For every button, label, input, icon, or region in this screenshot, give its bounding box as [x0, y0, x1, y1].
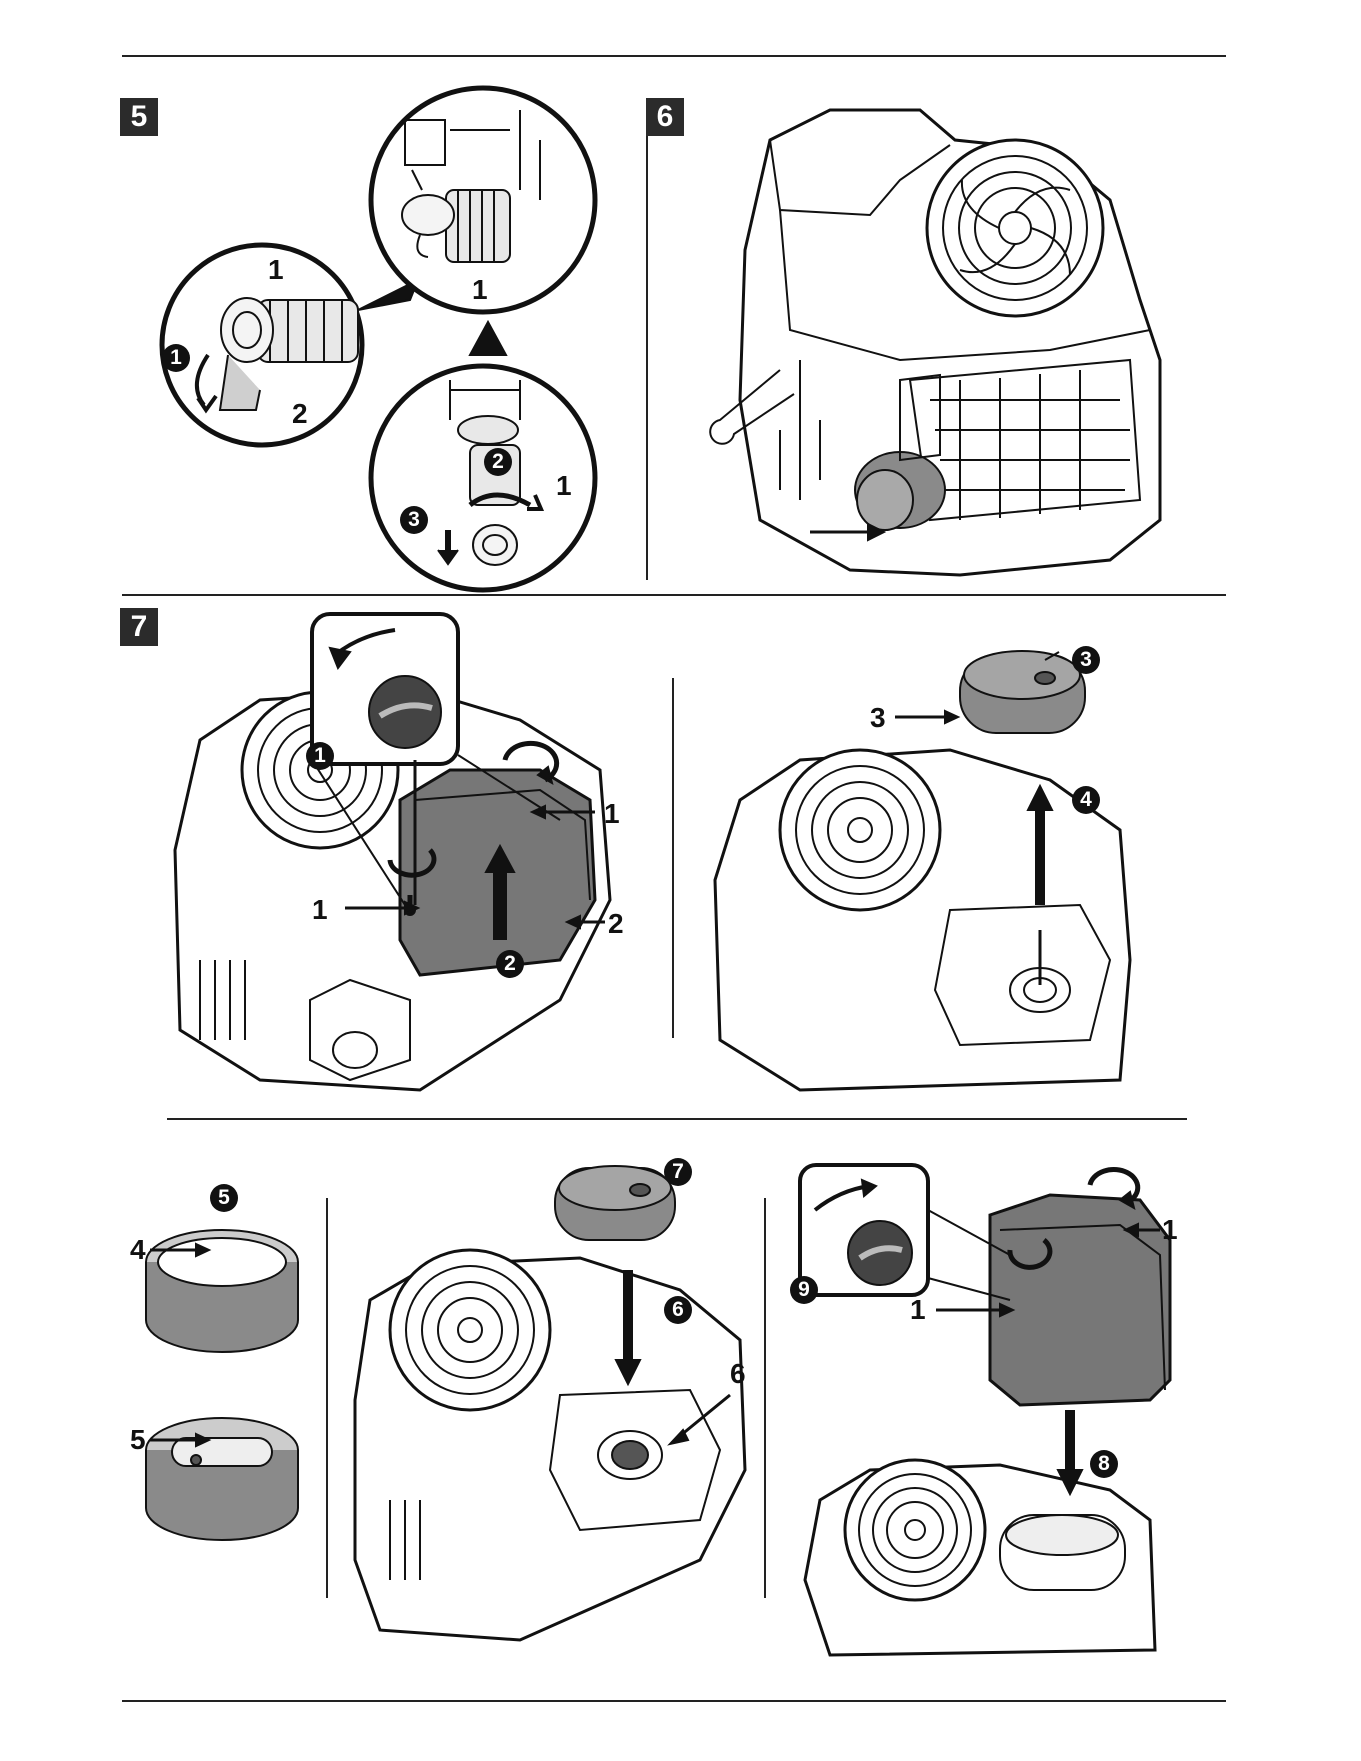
callout-fig5-left-1: 1: [268, 256, 284, 284]
step-3-fig7: 3: [1072, 646, 1100, 674]
callout-fig5-bottom-1: 1: [556, 472, 572, 500]
step-8-fig7: 8: [1090, 1450, 1118, 1478]
step-2-fig5: 2: [484, 448, 512, 476]
callout-fig7a-left-1: 1: [312, 896, 328, 924]
callout-fig7b-3: 3: [870, 704, 886, 732]
fig5-fuel-filter-detail-left: [162, 245, 362, 445]
callout-fig7e-1a: 1: [1162, 1216, 1178, 1244]
fig7-paper-filter: [146, 1418, 298, 1540]
fig7-air-cover-bottom-right: [990, 1195, 1170, 1494]
fig7-air-cover-left: [400, 770, 595, 975]
fig7-engine-right: [715, 750, 1130, 1090]
step-7-fig7: 7: [664, 1158, 692, 1186]
callout-fig5-top-1: 1: [472, 276, 488, 304]
callout-fig7c-4: 4: [130, 1236, 146, 1264]
callout-fig7d-6: 6: [730, 1360, 746, 1388]
fig7-filter-cover-right: [960, 651, 1085, 733]
step-3-fig5: 3: [400, 506, 428, 534]
callout-fig7a-right-2: 2: [608, 910, 624, 938]
fig7-pre-filter: [146, 1230, 298, 1352]
fig7-engine-middle: [355, 1166, 745, 1640]
callout-fig7c-5: 5: [130, 1426, 146, 1454]
step-6-fig7: 6: [664, 1296, 692, 1324]
step-1-fig7: 1: [306, 742, 334, 770]
step-5-fig7: 5: [210, 1184, 238, 1212]
fig7-engine-bottom-right: [805, 1460, 1155, 1655]
step-4-fig7: 4: [1072, 786, 1100, 814]
callout-fig7e-1b: 1: [910, 1296, 926, 1324]
callout-fig7a-top-1: 1: [604, 800, 620, 828]
step-9-fig7: 9: [790, 1276, 818, 1304]
callout-fig5-left-2: 2: [292, 400, 308, 428]
step-2-fig7: 2: [496, 950, 524, 978]
step-1-fig5: 1: [162, 344, 190, 372]
fig6-engine: [710, 110, 1160, 575]
